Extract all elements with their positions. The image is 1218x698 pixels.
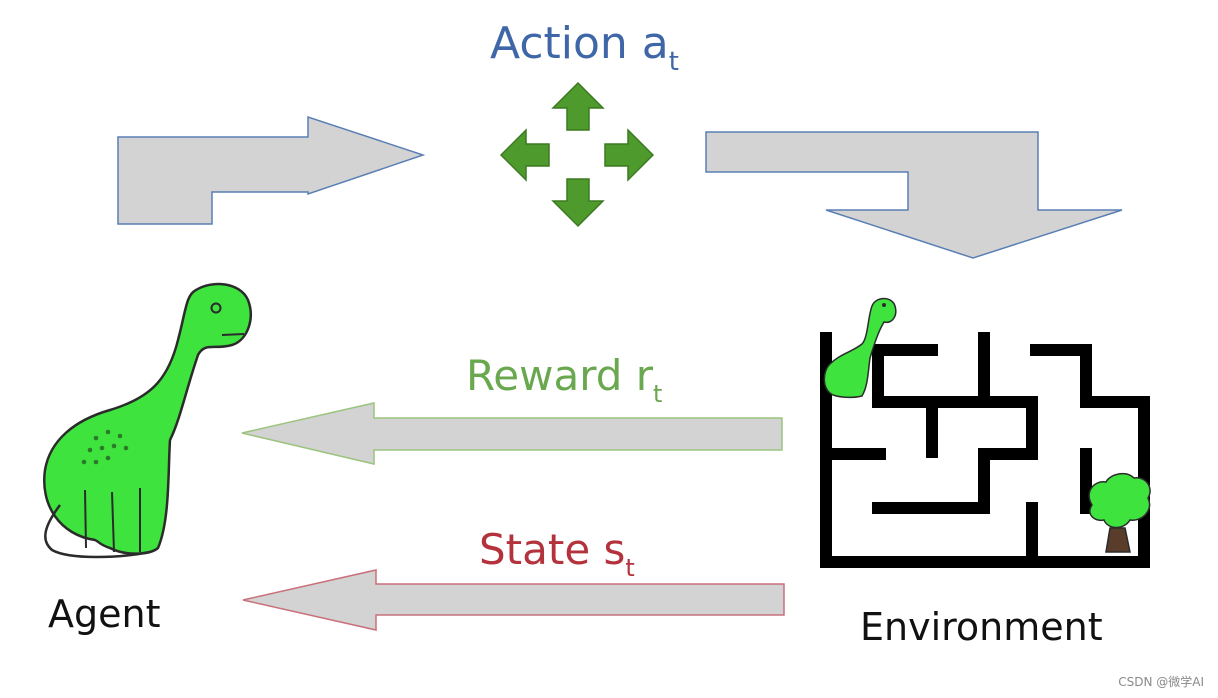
reward-label: Reward rt [466, 351, 662, 408]
tree-icon [1088, 472, 1151, 553]
move-arrows-icon [499, 81, 655, 228]
watermark: CSDN @微学AI [1118, 675, 1204, 689]
state-label: State st [479, 525, 635, 582]
action-in-arrow [705, 131, 1123, 259]
dinosaur-icon [43, 282, 252, 559]
reward-arrow [241, 402, 783, 465]
maze-icon [820, 332, 1150, 568]
agent-label: Agent [48, 592, 160, 636]
maze-dinosaur-icon [823, 297, 897, 399]
action-label: Action at [490, 18, 679, 77]
action-out-arrow [117, 115, 426, 225]
environment-label: Environment [860, 605, 1103, 649]
state-arrow [242, 569, 785, 631]
